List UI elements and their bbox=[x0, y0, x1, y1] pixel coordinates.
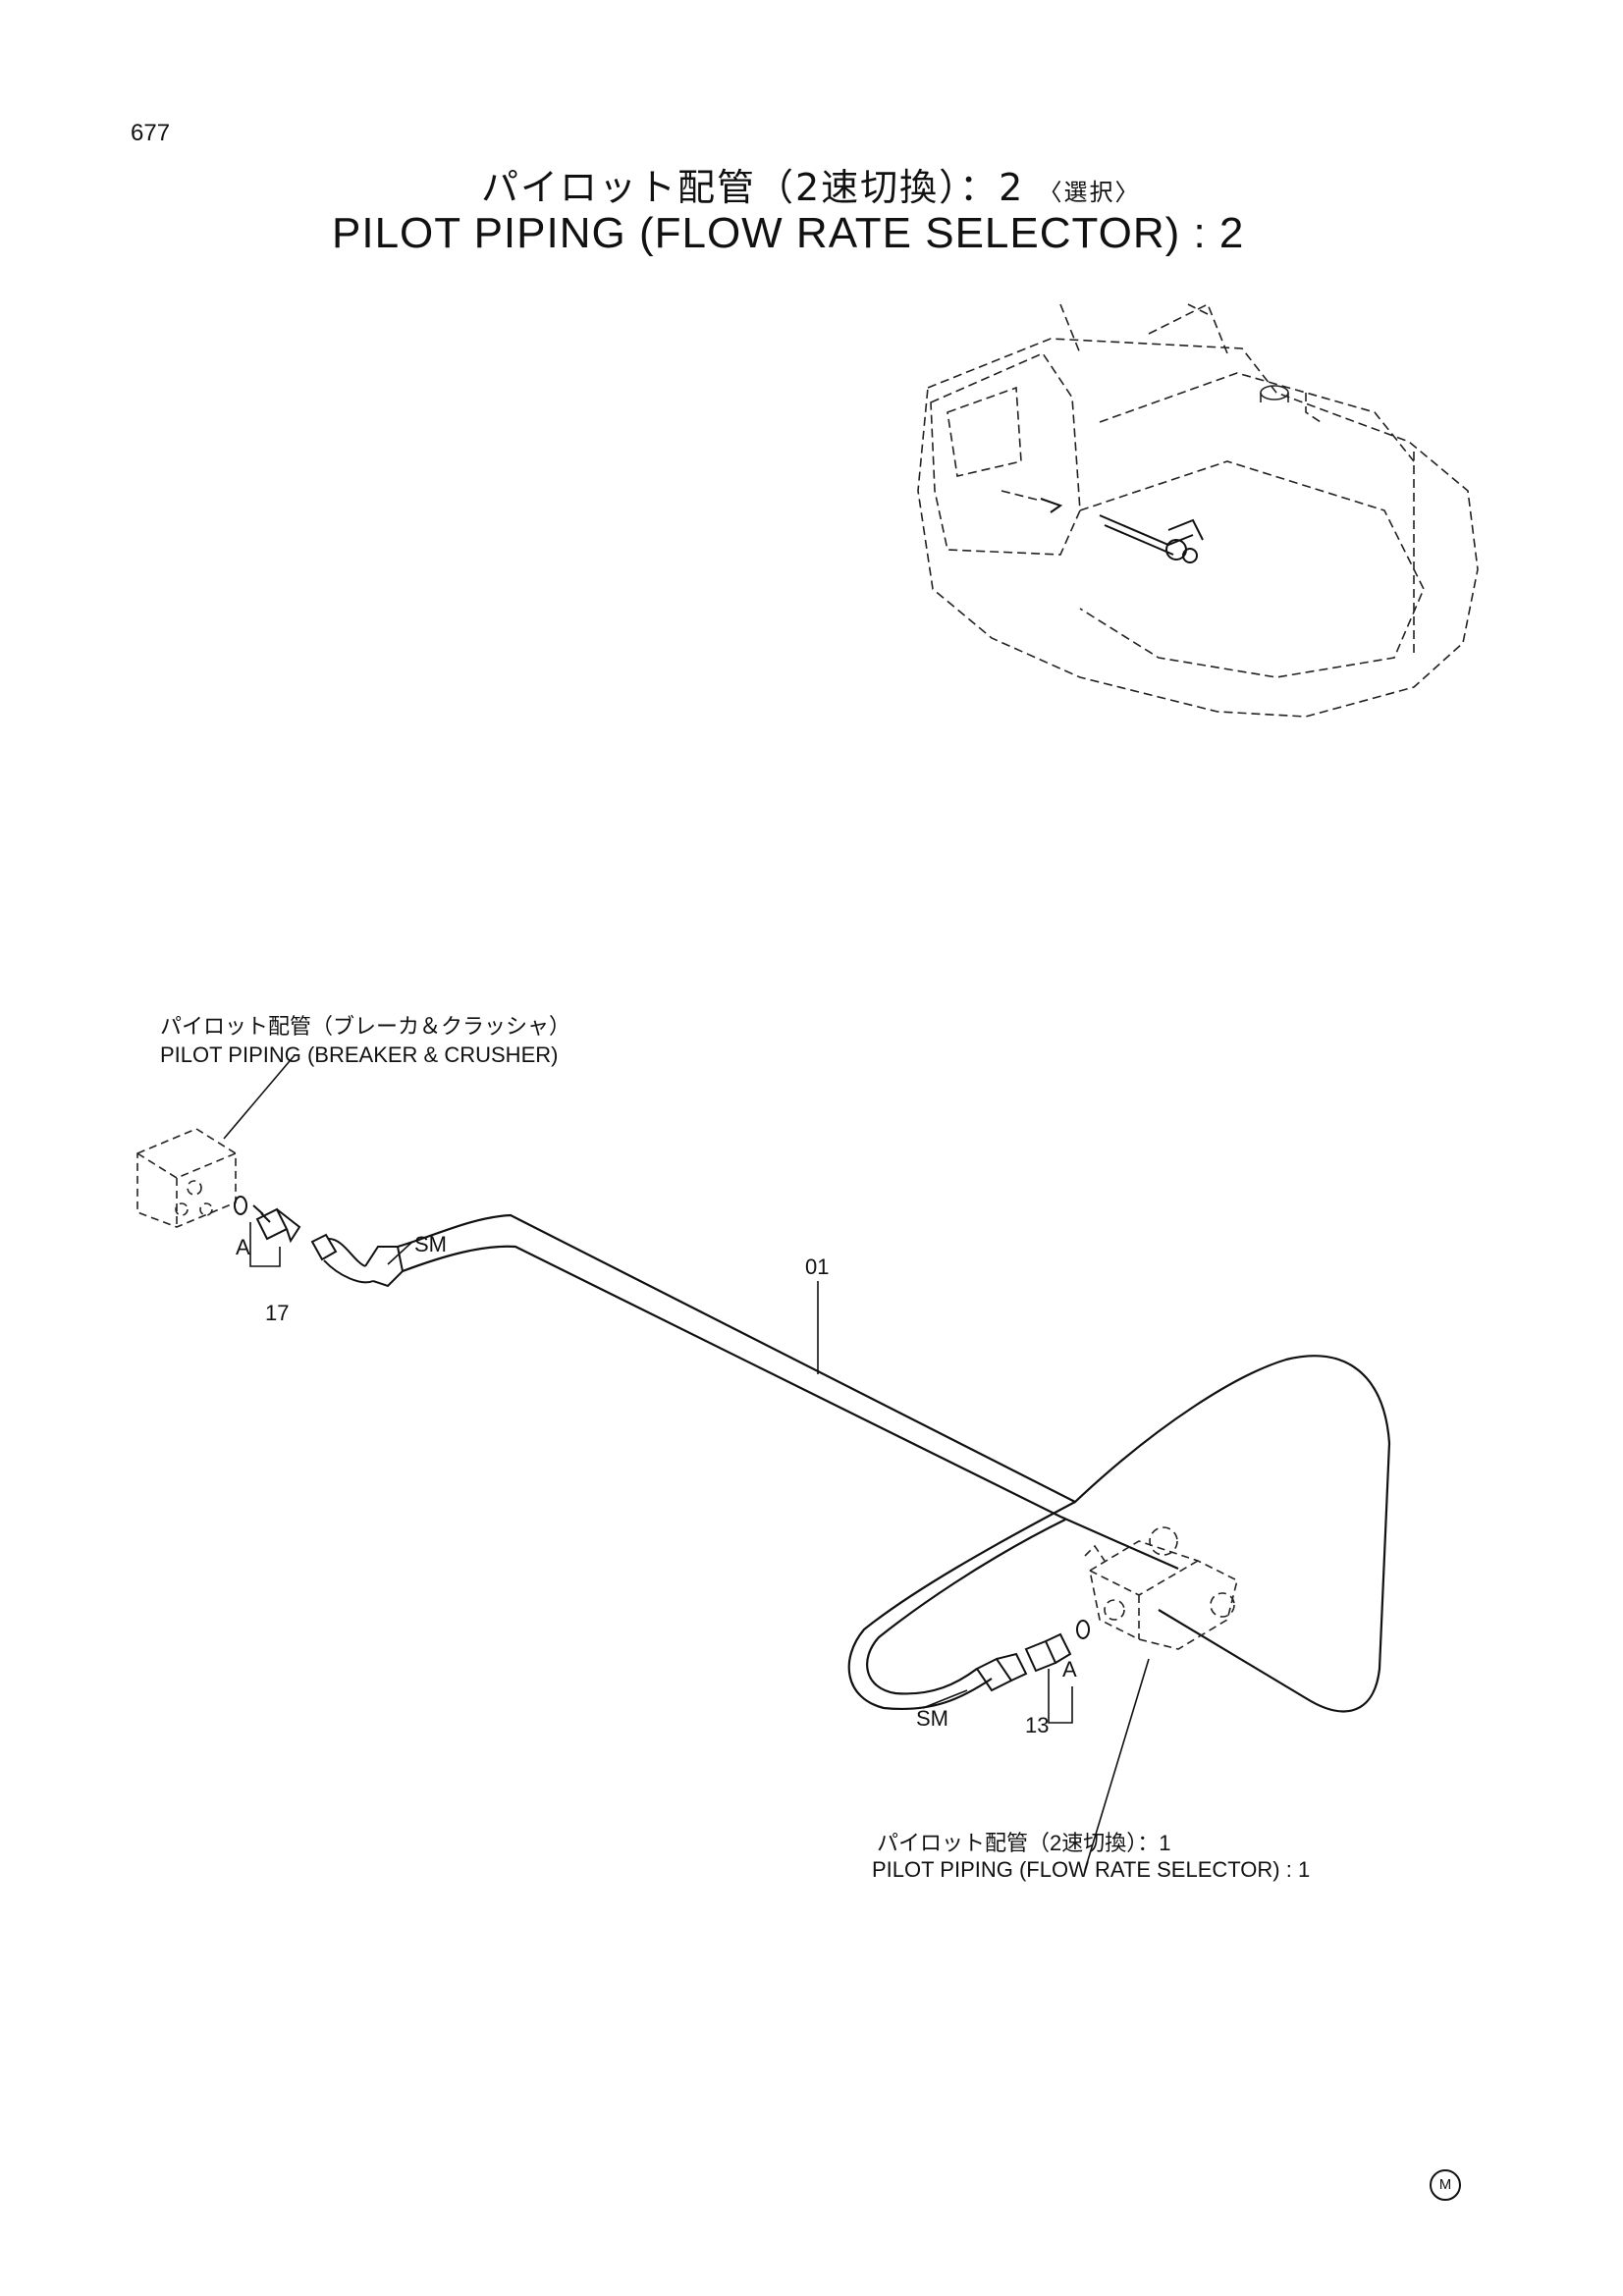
machine-overview-illustration bbox=[917, 302, 1479, 718]
callout-upper-english: PILOT PIPING (BREAKER & CRUSHER) bbox=[160, 1042, 559, 1067]
callout-lower-english: PILOT PIPING (FLOW RATE SELECTOR) : 1 bbox=[872, 1857, 1311, 1882]
part-label-hose: 01 bbox=[805, 1255, 830, 1279]
title-english: PILOT PIPING (FLOW RATE SELECTOR) : 2 bbox=[332, 209, 1245, 257]
selector-valve bbox=[1084, 1526, 1238, 1650]
right-fittings bbox=[975, 1620, 1090, 1692]
m-mark: M bbox=[1430, 2169, 1461, 2201]
title-japanese-note: 〈選択〉 bbox=[1038, 179, 1141, 206]
machine-top-cap bbox=[1260, 385, 1289, 402]
left-fittings bbox=[234, 1196, 405, 1288]
view-label-right: A bbox=[1062, 1657, 1077, 1682]
title-japanese: パイロット配管（2速切換）：2 〈選択〉 bbox=[481, 157, 1140, 211]
page-number: 677 bbox=[131, 120, 171, 146]
pilot-hose-01 bbox=[397, 1213, 1391, 1713]
title-japanese-main: パイロット配管（2速切換）：2 bbox=[481, 166, 1025, 209]
sm-label-left: SM bbox=[414, 1232, 447, 1256]
left-valve-block bbox=[136, 1128, 237, 1228]
part-label-fitting-right: 13 bbox=[1025, 1713, 1050, 1737]
sm-label-right: SM bbox=[916, 1706, 948, 1731]
callout-lower-japanese: パイロット配管（2速切換）：1 bbox=[877, 1831, 1171, 1855]
view-label-left: A bbox=[236, 1235, 250, 1259]
callout-upper-japanese: パイロット配管（ブレーカ＆クラッシャ） bbox=[160, 1014, 571, 1039]
part-label-fitting-left: 17 bbox=[265, 1301, 290, 1325]
leader-lines bbox=[223, 1054, 1150, 1871]
machine-highlight-valve bbox=[1040, 498, 1204, 563]
